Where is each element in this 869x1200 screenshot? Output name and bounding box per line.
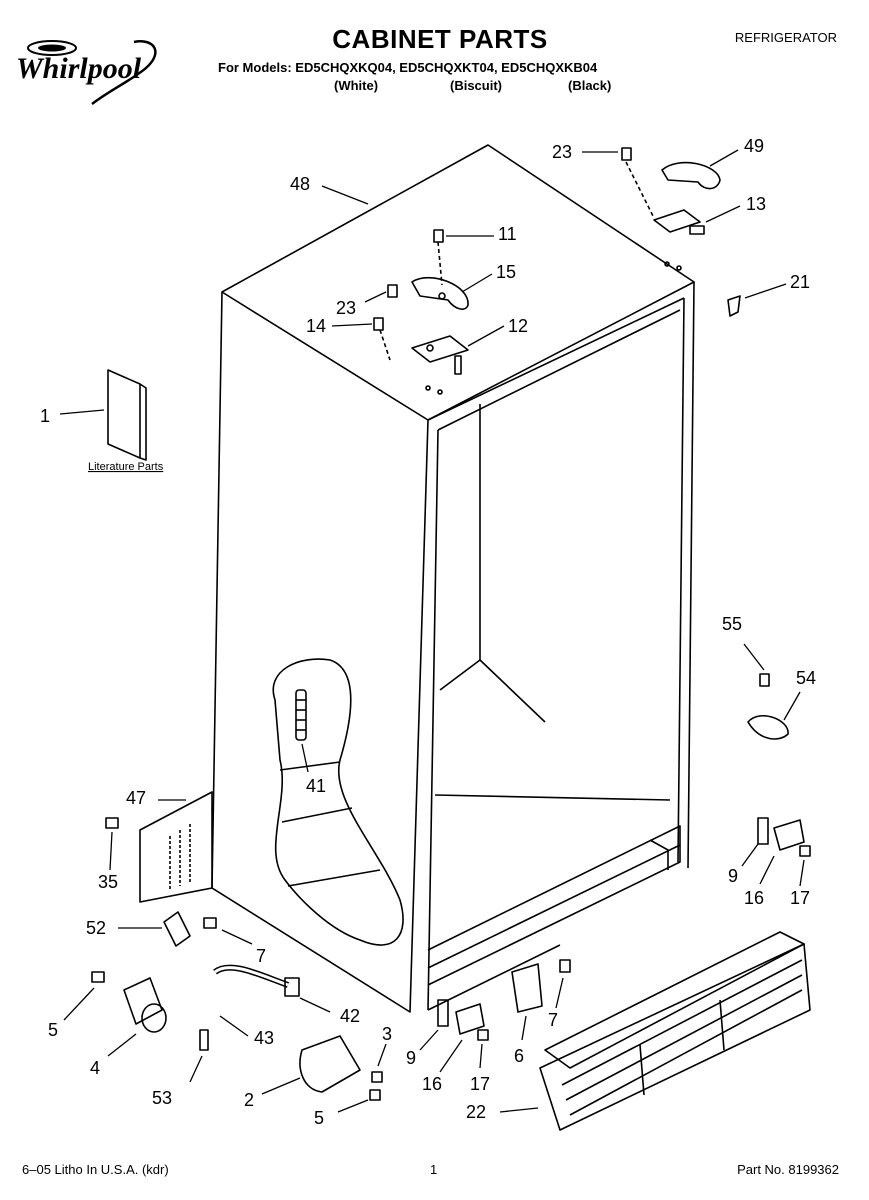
callout-1: 1 [40, 406, 50, 426]
callout-15: 15 [496, 262, 516, 282]
callout-22: 22 [466, 1102, 486, 1122]
svg-text:Whirlpool: Whirlpool [16, 52, 142, 85]
callout-16-center: 16 [422, 1074, 442, 1094]
cabinet-shell [211, 144, 695, 1013]
roller-assembly [91, 911, 383, 1101]
literature-booklet [107, 369, 147, 461]
whirlpool-logo: Whirlpool [14, 38, 179, 110]
callout-12: 12 [508, 316, 528, 336]
color-white: (White) [334, 78, 379, 93]
callout-55: 55 [722, 614, 742, 634]
toe-grille [539, 931, 811, 1131]
page-title: CABINET PARTS [332, 24, 548, 54]
leader-lines [59, 149, 805, 1113]
literature-parts-label: Literature Parts [88, 461, 164, 473]
callout-49: 49 [744, 136, 764, 156]
callout-48: 48 [290, 174, 310, 194]
print-info: 6–05 Litho In U.S.A. (kdr) [22, 1162, 169, 1177]
callout-16-right: 16 [744, 888, 764, 908]
callout-9-right: 9 [728, 866, 738, 886]
callout-2: 2 [244, 1090, 254, 1110]
color-black: (Black) [568, 78, 612, 93]
part-number: Part No. 8199362 [737, 1162, 839, 1177]
callout-35: 35 [98, 872, 118, 892]
side-cutaway [272, 658, 404, 946]
models-line: For Models: ED5CHQXKQ04, ED5CHQXKT04, ED… [218, 60, 598, 75]
callout-5-left: 5 [48, 1020, 58, 1040]
color-biscuit: (Biscuit) [450, 78, 502, 93]
top-screws [373, 147, 682, 395]
callout-41: 41 [306, 776, 326, 796]
callout-9-center: 9 [406, 1048, 416, 1068]
whirlpool-logo-mark: Whirlpool [16, 40, 157, 105]
callout-4: 4 [90, 1058, 100, 1078]
callout-52: 52 [86, 918, 106, 938]
callout-7-left: 7 [256, 946, 266, 966]
callout-6: 6 [514, 1046, 524, 1066]
page-number: 1 [430, 1162, 438, 1177]
callout-42: 42 [340, 1006, 360, 1026]
callout-47: 47 [126, 788, 146, 808]
callout-5-bottom: 5 [314, 1108, 324, 1128]
callout-43: 43 [254, 1028, 274, 1048]
callout-23-top: 23 [552, 142, 572, 162]
top-hinges [379, 161, 741, 375]
side-vent-bracket [105, 791, 213, 903]
callout-labels: 1 48 23 49 13 11 15 23 14 12 21 55 54 41… [40, 136, 816, 1128]
callout-17-right: 17 [790, 888, 810, 908]
callout-17-center: 17 [470, 1074, 490, 1094]
callout-21: 21 [790, 272, 810, 292]
callout-13: 13 [746, 194, 766, 214]
category-label: REFRIGERATOR [734, 30, 837, 45]
callout-53: 53 [152, 1088, 172, 1108]
callout-11: 11 [498, 224, 517, 244]
callout-7-right: 7 [548, 1010, 558, 1030]
bottom-brackets [437, 673, 811, 1041]
callout-3: 3 [382, 1024, 392, 1044]
callout-14: 14 [306, 316, 326, 336]
callout-23-mid: 23 [336, 298, 356, 318]
callout-54: 54 [796, 668, 816, 688]
